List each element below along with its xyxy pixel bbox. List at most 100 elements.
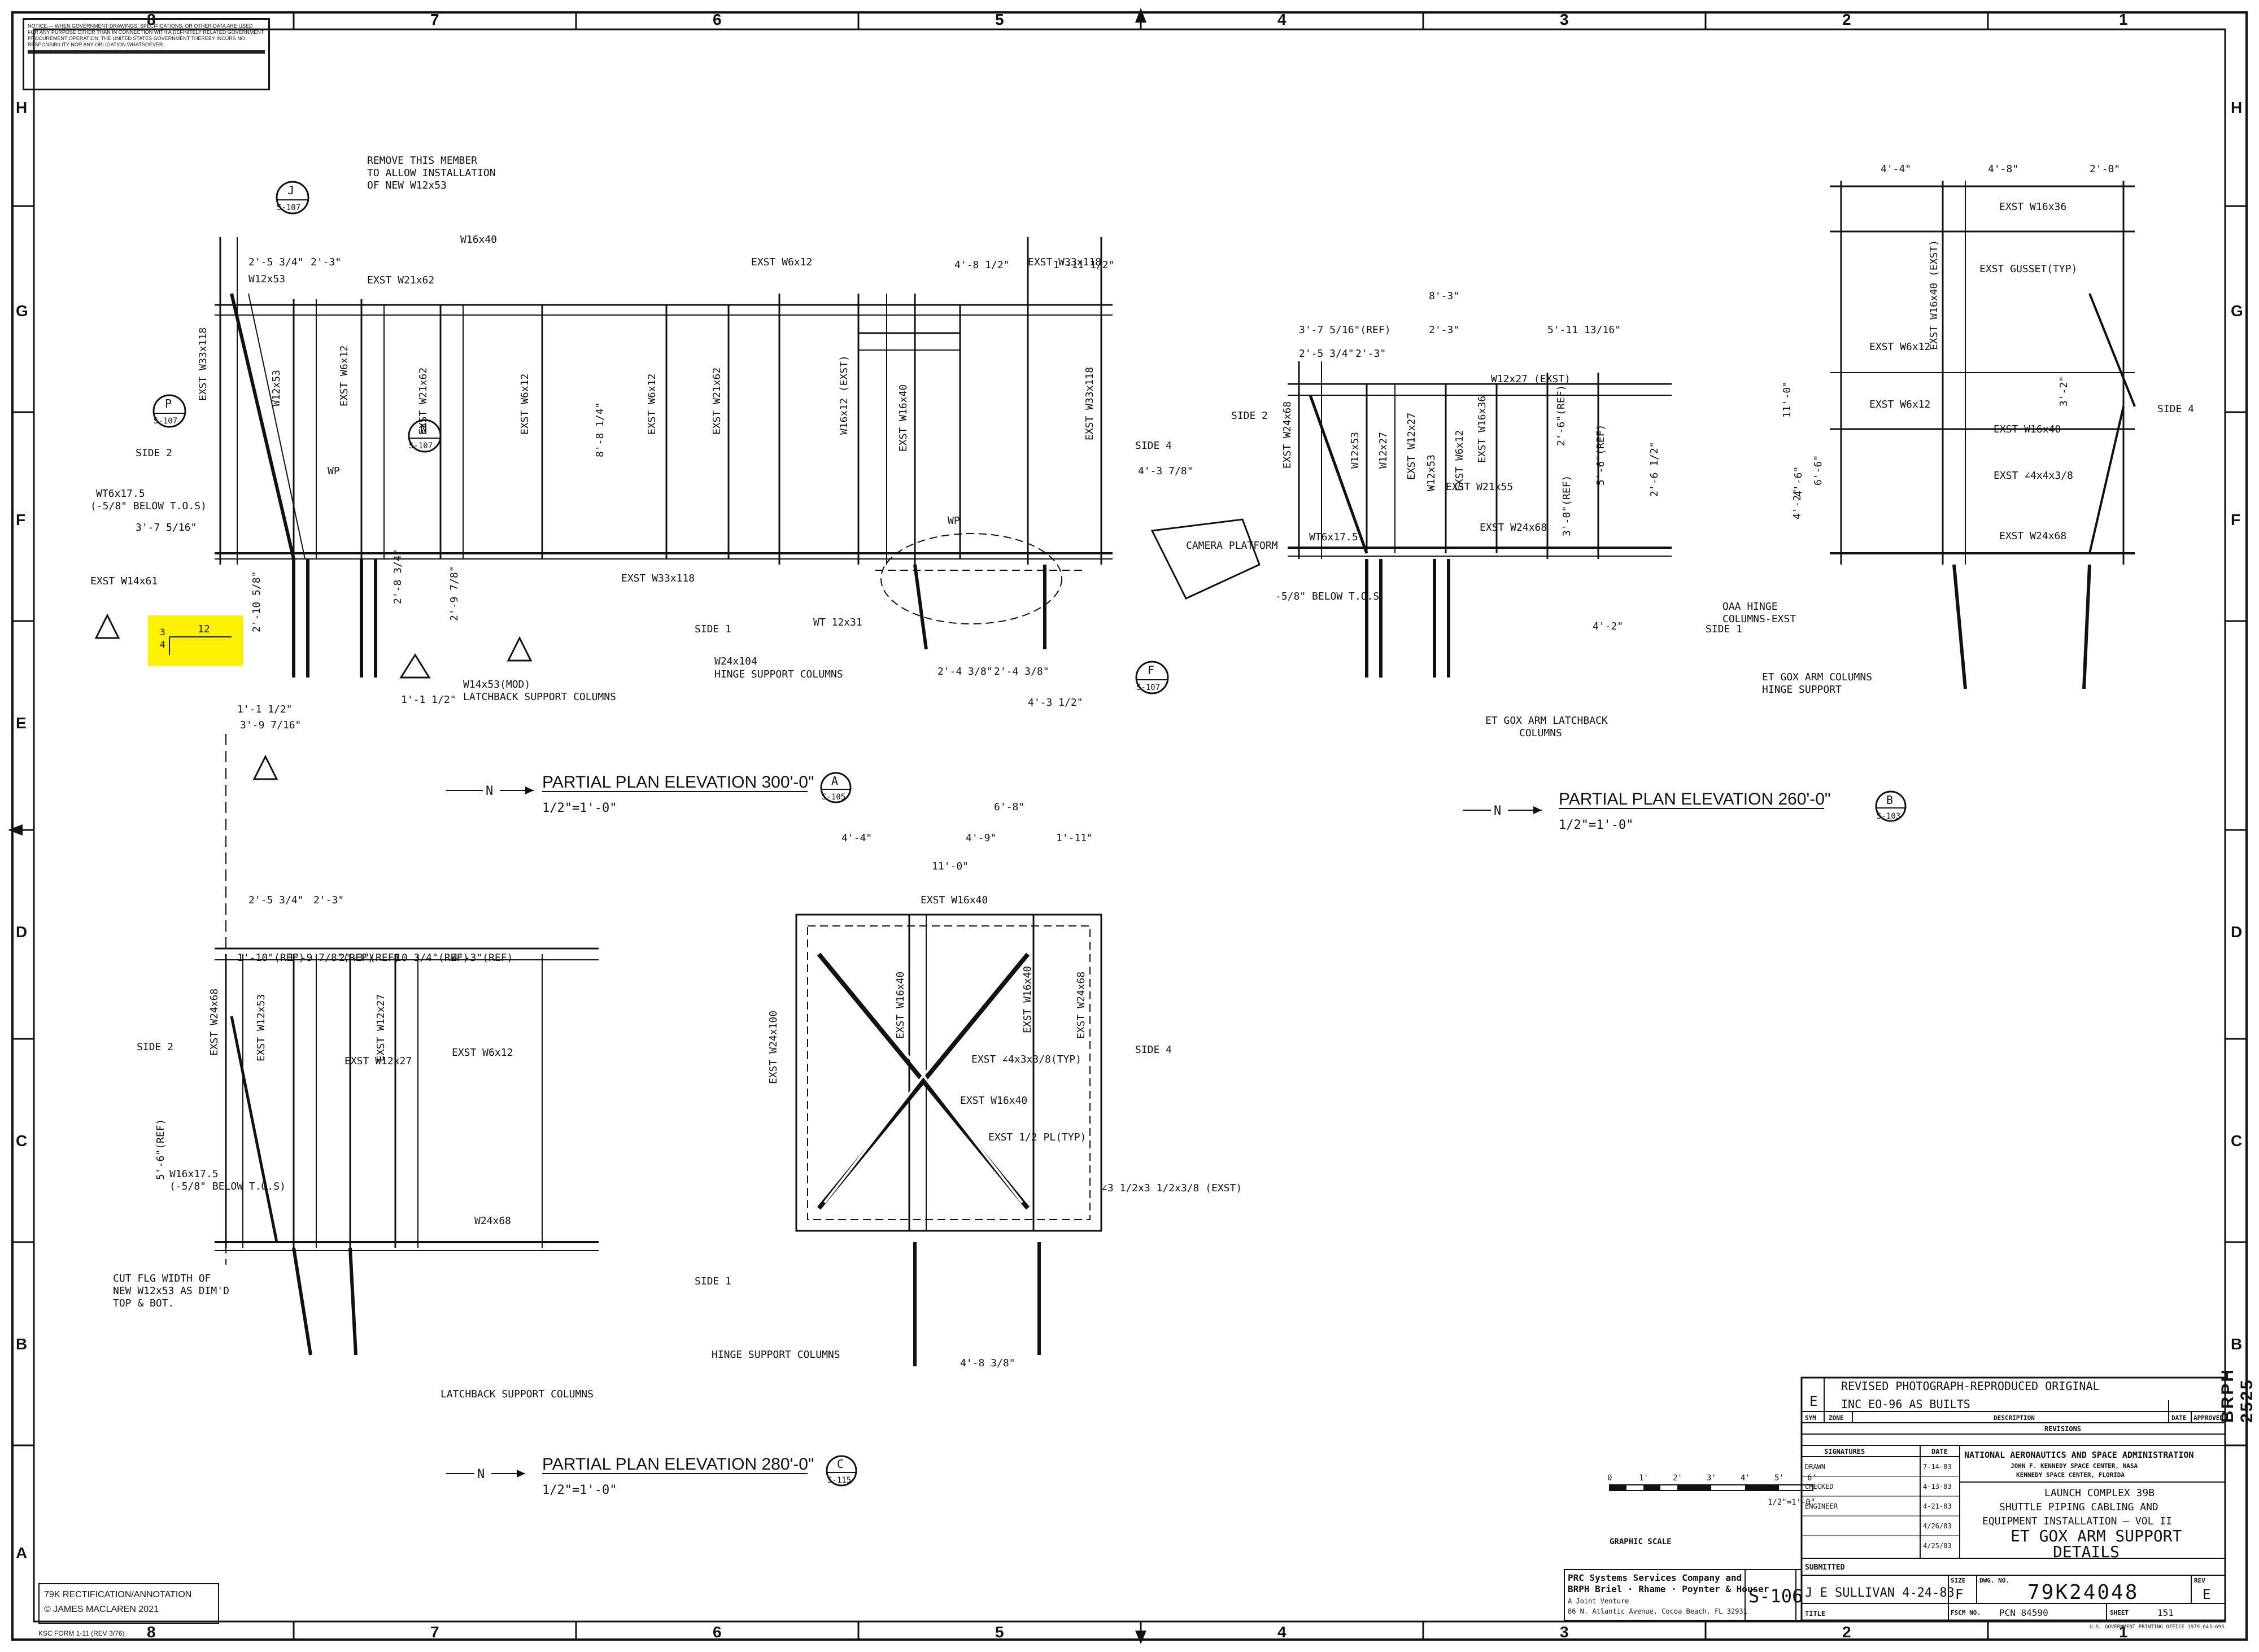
v260-label-17: 3'-0"(REF) <box>1561 475 1573 536</box>
v300-label-29: SIDE 1 <box>695 623 731 635</box>
tb-col-approved: APPROVED <box>2193 1414 2223 1422</box>
v260-label-40: EXST W24x68 <box>1999 530 2066 542</box>
svg-text:N: N <box>1494 804 1501 818</box>
tb-printer: U.S. GOVERNMENT PRINTING OFFICE 1979-643… <box>2090 1624 2224 1630</box>
v280-label-35: SIDE 4 <box>1135 1044 1172 1056</box>
v260-label-24: OAA HINGE <box>1722 601 1778 613</box>
v300-label-22: WT 12x31 <box>813 617 862 628</box>
v280-label-24: 1'-11" <box>1056 832 1093 844</box>
scale-note: 1/2"=1'-0" <box>1768 1498 1815 1507</box>
v300-label-27: SIDE 2 <box>136 447 172 459</box>
tb-sig-date-0: 7-14-83 <box>1923 1463 1952 1471</box>
zone-left-B: B <box>16 1335 27 1353</box>
v300-label-10: EXST W6x12 <box>646 374 658 435</box>
view-260-labels: 8'-3" 3'-7 5/16"(REF) 2'-3" 5'-11 13/16"… <box>1186 163 2194 739</box>
inner-border <box>33 28 2226 1623</box>
v300-label-30: WP <box>328 465 340 477</box>
zone-top-1: 1 <box>2119 11 2128 28</box>
v300-label-46: 4'-3 1/2" <box>1028 697 1083 709</box>
v260-label-28: SIDE 2 <box>1231 410 1268 422</box>
zone-left-D: D <box>16 923 27 941</box>
v260-label-42: 6'-6" <box>1812 455 1824 486</box>
v260-scale: 1/2"=1'-0" <box>1559 818 1633 832</box>
tb-dwg-lbl: DWG. NO. <box>1979 1577 2009 1584</box>
view-260-title: N PARTIAL PLAN ELEVATION 260'-0" 1/2"=1'… <box>1463 790 1907 832</box>
v280-label-8: EXST W12x53 <box>255 994 267 1061</box>
tb-col-date: DATE <box>2171 1414 2187 1422</box>
tb-col-desc: DESCRIPTION <box>1994 1414 2035 1422</box>
v300-label-38: 2'-10 5/8" <box>251 571 263 632</box>
v280-label-2: 1'-10"(REF) <box>237 952 304 964</box>
v260-label-16: 2'-6 1/2" <box>1649 442 1660 497</box>
copyright-box: 79K RECTIFICATION/ANNOTATION © JAMES MAC… <box>38 1583 219 1624</box>
highlight-value: 12 <box>198 623 210 635</box>
v300-label-20: EXST W14x61 <box>90 575 158 587</box>
v280-label-23: 4'-9" <box>966 832 996 844</box>
tb-rev-letter: E <box>1809 1393 1817 1409</box>
tb-drawing-title1: ET GOX ARM SUPPORT <box>2011 1527 2182 1545</box>
v300-label-34: 1'-11 1/2" <box>1053 259 1114 271</box>
v300-label-26: LATCHBACK SUPPORT COLUMNS <box>463 691 616 703</box>
v300-label-3: EXST W21x62 <box>367 274 434 286</box>
zone-bottom-6: 6 <box>713 1623 722 1641</box>
bubble-P-sheet: S-107 <box>154 417 177 426</box>
svg-text:N: N <box>486 784 493 798</box>
v260-label-30: 4'-4" <box>1881 163 1911 175</box>
v260-label-43: 4'-6" <box>1793 466 1804 497</box>
scale-tick-4: 4' <box>1741 1474 1750 1483</box>
v300-label-5: W12x53 <box>248 273 285 285</box>
zone-bottom-1: 1 <box>2119 1623 2128 1641</box>
center-arrow-top-icon <box>1135 8 1146 23</box>
bubble-N-sheet: S-107 <box>409 442 433 451</box>
v280-vertical-labels: EXST W24x68 EXST W12x53 EXST W12x27 5'-6… <box>155 966 1087 1180</box>
v260-label-32: 2'-0" <box>2090 163 2120 175</box>
svg-text:N: N <box>477 1467 485 1481</box>
v280-label-21: 6'-8" <box>994 801 1024 813</box>
v260-label-46: SIDE 4 <box>2157 403 2194 415</box>
tb-sig-drawn: DRAWN <box>1805 1463 1825 1471</box>
v260-label-39: EXST ∠4x4x3/8 <box>1994 470 2073 482</box>
v280-label-0: 2'-5 3/4" <box>248 894 304 906</box>
v280-label-30: EXST W24x68 <box>1075 972 1087 1039</box>
v260-label-48: HINGE SUPPORT <box>1762 684 1842 696</box>
bubble-N-letter: N <box>420 422 427 435</box>
v300-label-6: W12x53 <box>271 370 282 407</box>
tb-col-zone: ZONE <box>1829 1414 1844 1422</box>
view-300-title: N PARTIAL PLAN ELEVATION 300'-0" 1/2"=1'… <box>446 772 852 815</box>
tb-dwg-no: 79K24048 <box>2027 1581 2139 1604</box>
tb-revised: REVISED PHOTOGRAPH-REPRODUCED ORIGINAL <box>1841 1379 2100 1393</box>
v300-label-28: SIDE 4 <box>1135 440 1172 452</box>
v300-label-25: W14x53(MOD) <box>463 679 530 690</box>
v300-label-36: 2'-3" <box>311 256 341 268</box>
zone-top-3: 3 <box>1560 11 1569 28</box>
highlight-annotation: 3 4 12 <box>160 623 232 655</box>
bubble-F-letter: F <box>1148 663 1154 677</box>
zone-top-2: 2 <box>1842 11 1851 28</box>
zone-left-G: G <box>16 302 28 320</box>
notice-text: NOTICE.— WHEN GOVERNMENT DRAWINGS, SPECI… <box>28 23 264 47</box>
zone-left-C: C <box>16 1132 27 1150</box>
v280-label-28: EXST W16x40 <box>895 972 906 1039</box>
view-260-structure <box>1150 181 2136 689</box>
v280-label-12: SIDE 2 <box>137 1041 173 1053</box>
v260-title: PARTIAL PLAN ELEVATION 260'-0" <box>1559 790 1831 808</box>
v260-label-23: 4'-2" <box>1593 620 1623 632</box>
tb-title-lbl: TITLE <box>1805 1610 1825 1618</box>
v300-scale: 1/2"=1'-0" <box>542 801 617 815</box>
zone-right-C: C <box>2231 1132 2242 1150</box>
v260-vertical-labels: EXST W24x68 W12x53 W12x27 EXST W12x27 EX… <box>1281 240 2070 536</box>
zone-left-A: A <box>16 1544 27 1562</box>
v260-label-1: 3'-7 5/16"(REF) <box>1299 324 1391 336</box>
v300-label-2: OF NEW W12x53 <box>367 180 447 191</box>
v260-label-4: 2'-5 3/4" <box>1299 348 1354 360</box>
bubble-P-letter: P <box>165 397 172 410</box>
zone-right-G: G <box>2231 302 2243 320</box>
zone-bottom-8: 8 <box>147 1623 156 1641</box>
vertical-code: BRPH 2525 <box>2218 1367 2256 1423</box>
zone-bottom-2: 2 <box>1842 1623 1851 1641</box>
tb-rev: E <box>2203 1587 2210 1602</box>
tb-project2: SHUTTLE PIPING CABLING AND <box>1999 1501 2158 1513</box>
tb-size: F <box>1955 1587 1963 1602</box>
v260-label-22: -5/8" BELOW T.O.S <box>1275 591 1379 602</box>
